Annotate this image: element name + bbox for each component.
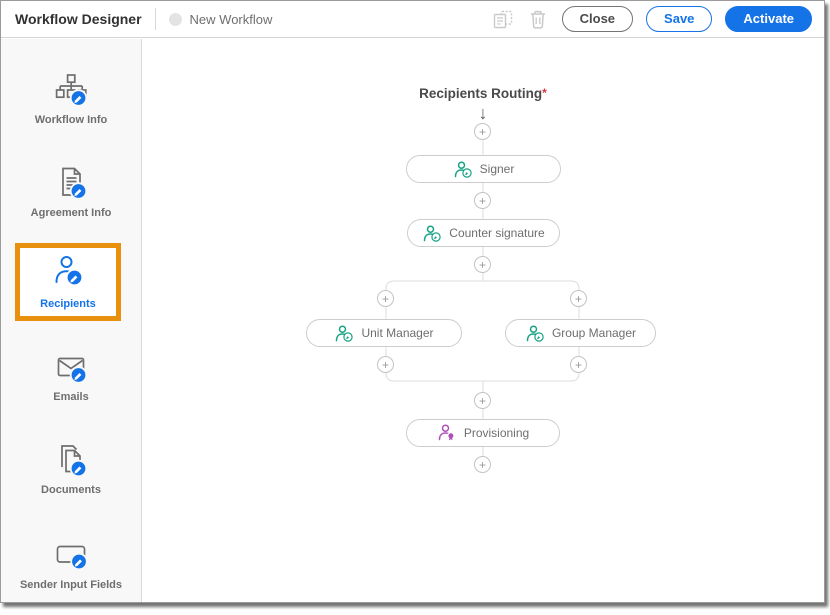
sidebar-item-label: Agreement Info xyxy=(30,207,112,219)
sidebar-item-label: Workflow Info xyxy=(34,114,108,126)
sidebar: Workflow Info Agreement Info xyxy=(1,39,142,602)
sender-input-fields-icon xyxy=(54,538,88,572)
add-recipient-button[interactable]: + xyxy=(474,392,491,409)
recipient-node-unit-manager[interactable]: Unit Manager xyxy=(306,319,462,347)
signer-person-icon xyxy=(453,160,473,178)
recipient-node-group-manager[interactable]: Group Manager xyxy=(505,319,656,347)
recipient-node-provisioning[interactable]: Provisioning xyxy=(406,419,560,447)
sidebar-item-label: Emails xyxy=(53,391,89,403)
close-button[interactable]: Close xyxy=(561,6,634,32)
sidebar-item-recipients[interactable]: Recipients xyxy=(15,243,121,321)
node-label: Signer xyxy=(479,162,515,176)
add-recipient-button[interactable]: + xyxy=(474,192,491,209)
signer-person-icon xyxy=(334,324,354,342)
provisioning-person-icon xyxy=(437,424,457,442)
node-label: Group Manager xyxy=(551,326,637,340)
node-label: Counter signature xyxy=(449,226,545,240)
flow-start-arrow: ↓ xyxy=(478,103,488,123)
sidebar-item-label: Documents xyxy=(41,484,101,496)
recipient-node-signer[interactable]: Signer xyxy=(406,155,561,183)
workflow-status-dot xyxy=(168,12,182,26)
documents-icon xyxy=(54,443,88,477)
add-recipient-button[interactable]: + xyxy=(474,456,491,473)
node-label: Provisioning xyxy=(463,426,530,440)
delete-workflow-icon[interactable] xyxy=(527,8,549,30)
add-recipient-button[interactable]: + xyxy=(474,123,491,140)
add-recipient-button[interactable]: + xyxy=(377,356,394,373)
routing-canvas: Recipients Routing* ↓ + + + + + + + + + xyxy=(142,39,824,602)
sidebar-item-agreement-info[interactable]: Agreement Info xyxy=(1,166,141,219)
add-recipient-button[interactable]: + xyxy=(377,290,394,307)
topbar-divider xyxy=(154,8,156,30)
node-label: Unit Manager xyxy=(361,326,434,340)
sidebar-item-documents[interactable]: Documents xyxy=(1,443,141,496)
add-recipient-button[interactable]: + xyxy=(474,256,491,273)
signer-person-icon xyxy=(422,224,442,242)
add-recipient-button[interactable]: + xyxy=(570,356,587,373)
agreement-info-icon xyxy=(54,166,88,200)
activate-button[interactable]: Activate xyxy=(725,6,812,32)
topbar-actions: Close Save Activate xyxy=(492,6,812,32)
recipient-node-counter-signature[interactable]: Counter signature xyxy=(407,219,560,247)
sidebar-item-label: Sender Input Fields xyxy=(19,579,123,591)
sidebar-item-label: Recipients xyxy=(40,298,96,310)
save-button[interactable]: Save xyxy=(646,6,713,32)
workflow-designer-window: Workflow Designer New Workflow Clo xyxy=(0,0,825,603)
workflow-info-icon xyxy=(54,73,88,107)
duplicate-workflow-icon[interactable] xyxy=(492,8,514,30)
add-recipient-button[interactable]: + xyxy=(570,290,587,307)
app-title: Workflow Designer xyxy=(15,11,142,27)
topbar: Workflow Designer New Workflow Clo xyxy=(1,1,824,38)
sidebar-item-sender-input-fields[interactable]: Sender Input Fields xyxy=(1,538,141,591)
required-marker: * xyxy=(542,86,547,100)
sidebar-item-emails[interactable]: Emails xyxy=(1,350,141,403)
recipients-icon xyxy=(51,254,85,293)
emails-icon xyxy=(54,350,88,384)
canvas-title: Recipients Routing* xyxy=(383,86,583,101)
signer-person-icon xyxy=(525,324,545,342)
workflow-name: New Workflow xyxy=(189,11,273,27)
canvas-title-text: Recipients Routing xyxy=(419,86,543,101)
sidebar-item-workflow-info[interactable]: Workflow Info xyxy=(1,73,141,126)
